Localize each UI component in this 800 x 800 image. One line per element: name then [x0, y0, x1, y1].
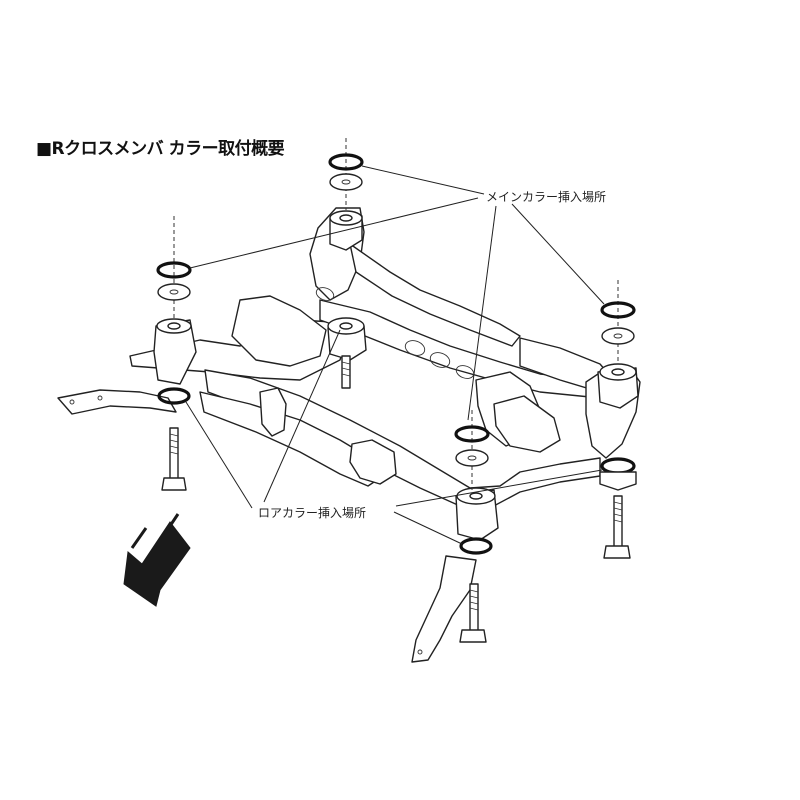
lower-arm-left	[57, 389, 177, 415]
bolt-left	[161, 427, 187, 491]
bolt-right-front	[459, 583, 487, 643]
mount-bushing-rear-left	[329, 210, 363, 251]
main-collar-ring-rear-right	[600, 301, 636, 345]
mount-bushing-front-right	[455, 487, 499, 541]
lower-collar-ring-left	[157, 387, 191, 405]
bolt-right-rear	[603, 495, 631, 559]
main-collar-ring-front-right	[454, 425, 490, 467]
lower-collar-ring-right-rear	[599, 457, 637, 491]
mount-bushing-rear-right	[597, 363, 639, 409]
page-title: ■Rクロスメンバ カラー取付概要	[36, 139, 285, 159]
main-collar-ring-front-left	[156, 261, 192, 301]
lower-collar-label: ロアカラー挿入場所	[258, 506, 367, 520]
mount-bushing-center	[327, 317, 367, 361]
lower-arm-right	[411, 555, 477, 663]
mount-bushing-front-left	[153, 318, 197, 385]
bolt-center	[341, 355, 351, 389]
lower-collar-leaders	[185, 329, 603, 545]
main-collar-ring-rear-left	[328, 153, 364, 191]
lower-collar-ring-right-front	[459, 537, 493, 555]
main-collar-label: メインカラー挿入場所	[486, 190, 607, 204]
main-collar-leaders	[189, 165, 605, 421]
crossmember-frame	[129, 207, 641, 509]
front-direction-arrow	[123, 513, 191, 607]
